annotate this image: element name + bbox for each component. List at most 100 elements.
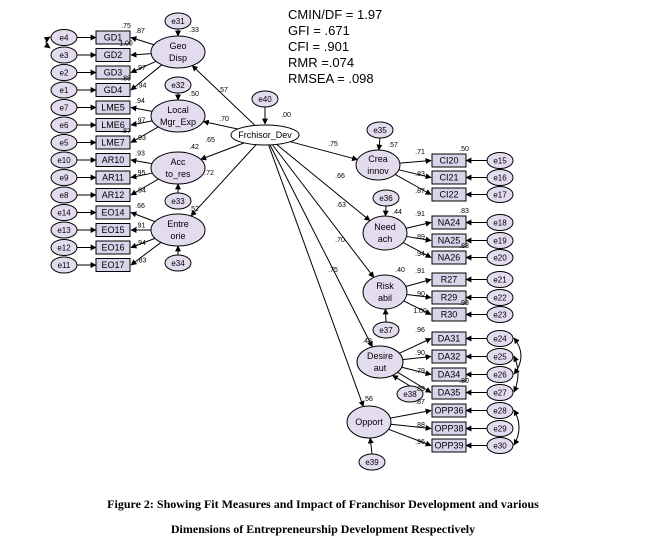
path-coef-entre-orie: .72 (204, 170, 214, 177)
fit-rmr: RMR =.074 (288, 55, 355, 70)
error-e10-label: e10 (57, 156, 71, 165)
fit-cfi: CFI = .901 (288, 39, 350, 54)
error-e23-label: e23 (493, 311, 507, 320)
latent-frchisor-dev (230, 124, 300, 146)
error-e38-label: e38 (403, 390, 417, 399)
loading-gd3: .97 (136, 65, 146, 72)
path-arrow-desire-aut (269, 144, 373, 348)
latent-frchisor-dev-label: Frchisor_Dev (238, 130, 292, 140)
path-arrow-acc-to-res (200, 142, 245, 161)
loading-arrow-ci22 (394, 173, 432, 195)
r2-acc-to-res: .42 (189, 144, 199, 151)
r2-entre-orie: .52 (189, 206, 199, 213)
error-e25-label: e25 (493, 353, 507, 362)
r2-crea-innov: .57 (388, 142, 398, 149)
error-e36-label: e36 (379, 194, 393, 203)
error-e24-label: e24 (493, 335, 507, 344)
error-e29-label: e29 (493, 425, 507, 434)
error-e32-label: e32 (171, 81, 185, 90)
loading-arrow-ci21 (398, 169, 432, 180)
error-e11-label: e11 (58, 261, 71, 270)
error-e34-label: e34 (171, 259, 185, 268)
indicator-gd1-label: GD1 (104, 33, 123, 43)
loading-r29: .90 (415, 291, 425, 298)
path-coef-geo-disp: .57 (218, 87, 228, 94)
r2-gd1: .75 (121, 23, 131, 30)
latent-crea-innov-label: innov (367, 166, 389, 176)
error-e21-label: e21 (493, 276, 507, 285)
error-e2-label: e2 (60, 69, 69, 78)
path-coef-risk-abil: .63 (336, 202, 346, 209)
latent-desire-aut-label: Desire (367, 351, 393, 361)
error-e18-label: e18 (493, 219, 507, 228)
error-e20-label: e20 (493, 254, 507, 263)
loading-arrow-lme5 (130, 105, 153, 112)
indicator-da32-label: DA32 (438, 352, 461, 362)
latent-risk-abil (362, 274, 408, 310)
fit-rmsea: RMSEA = .098 (288, 71, 374, 86)
latent-need-ach (362, 215, 408, 251)
loading-arrow-ar11 (130, 172, 153, 180)
indicator-da31-label: DA31 (438, 334, 461, 344)
indicator-gd2-label: GD2 (104, 50, 123, 60)
error-e17-label: e17 (493, 191, 507, 200)
latent-crea-innov (355, 149, 401, 181)
r2-frchisor-dev: .00 (281, 112, 291, 119)
loading-da32: .90 (415, 350, 425, 357)
indicator-gd4-label: GD4 (104, 85, 123, 95)
indicator-eo16-label: EO16 (101, 243, 124, 253)
loading-r27: .91 (415, 268, 425, 275)
latent-entre-orie-label: Entre (167, 219, 189, 229)
error-arrow-e37 (382, 308, 389, 323)
latent-geo-disp (150, 35, 206, 69)
loading-da34: .79 (415, 368, 425, 375)
r2-ci20: .50 (459, 146, 469, 153)
error-e28-label: e28 (493, 407, 507, 416)
indicator-lme7-label: LME7 (101, 138, 125, 148)
indicator-ar11-label: AR11 (102, 173, 124, 183)
loading-arrow-gd2 (130, 51, 152, 58)
latent-local-mgr-exp-label: Local (167, 105, 189, 115)
r2-local-mgr-exp: .50 (189, 91, 199, 98)
error-e1-label: e1 (60, 86, 69, 95)
indicator-na24-label: NA24 (438, 218, 461, 228)
error-e7-label: e7 (60, 104, 69, 113)
indicator-opp36-label: OPP36 (434, 406, 463, 416)
error-e35-label: e35 (373, 126, 387, 135)
loading-arrow-da31 (399, 338, 432, 354)
latent-geo-disp-label: Disp (169, 53, 187, 63)
error-e30-label: e30 (493, 442, 507, 451)
error-e14-label: e14 (57, 209, 71, 218)
loading-ar12: .94 (136, 188, 146, 195)
path-coef-crea-innov: .75 (328, 141, 338, 148)
loading-arrow-da34 (401, 366, 432, 377)
error-arrow-e35 (376, 137, 383, 151)
latent-geo-disp-label: Geo (169, 41, 186, 51)
loading-arrow-r30 (403, 300, 432, 315)
error-e9-label: e9 (60, 174, 69, 183)
r2-opport: .56 (363, 396, 373, 403)
path-arrow-local-mgr-exp (202, 119, 238, 130)
indicator-lme6-label: LME6 (101, 120, 125, 130)
loading-arrow-opp38 (390, 423, 432, 431)
indicator-ci22-label: CI22 (439, 190, 458, 200)
loading-arrow-r27 (405, 278, 432, 287)
indicator-eo17-label: EO17 (101, 260, 124, 270)
figure-caption-line-1: Figure 2: Showing Fit Measures and Impac… (107, 497, 539, 511)
path-arrow-risk-abil (272, 144, 375, 278)
loading-da31: .96 (415, 327, 425, 334)
error-e39-label: e39 (365, 458, 379, 467)
indicator-da35-label: DA35 (438, 388, 461, 398)
error-e40-label: e40 (258, 95, 272, 104)
latent-acc-to-res-label: to_res (165, 169, 191, 179)
indicator-gd3-label: GD3 (104, 68, 123, 78)
r2-need-ach: .44 (392, 209, 402, 216)
figure-caption-line-2: Dimensions of Entrepreneurship Developme… (170, 522, 476, 536)
error-e5-label: e5 (60, 139, 69, 148)
loading-opp36: .87 (415, 399, 425, 406)
loading-arrow-na24 (406, 220, 432, 229)
indicator-r27-label: R27 (441, 275, 458, 285)
error-e15-label: e15 (493, 157, 507, 166)
covariance-e4-e3 (43, 36, 51, 49)
loading-opp38: .88 (415, 422, 425, 429)
